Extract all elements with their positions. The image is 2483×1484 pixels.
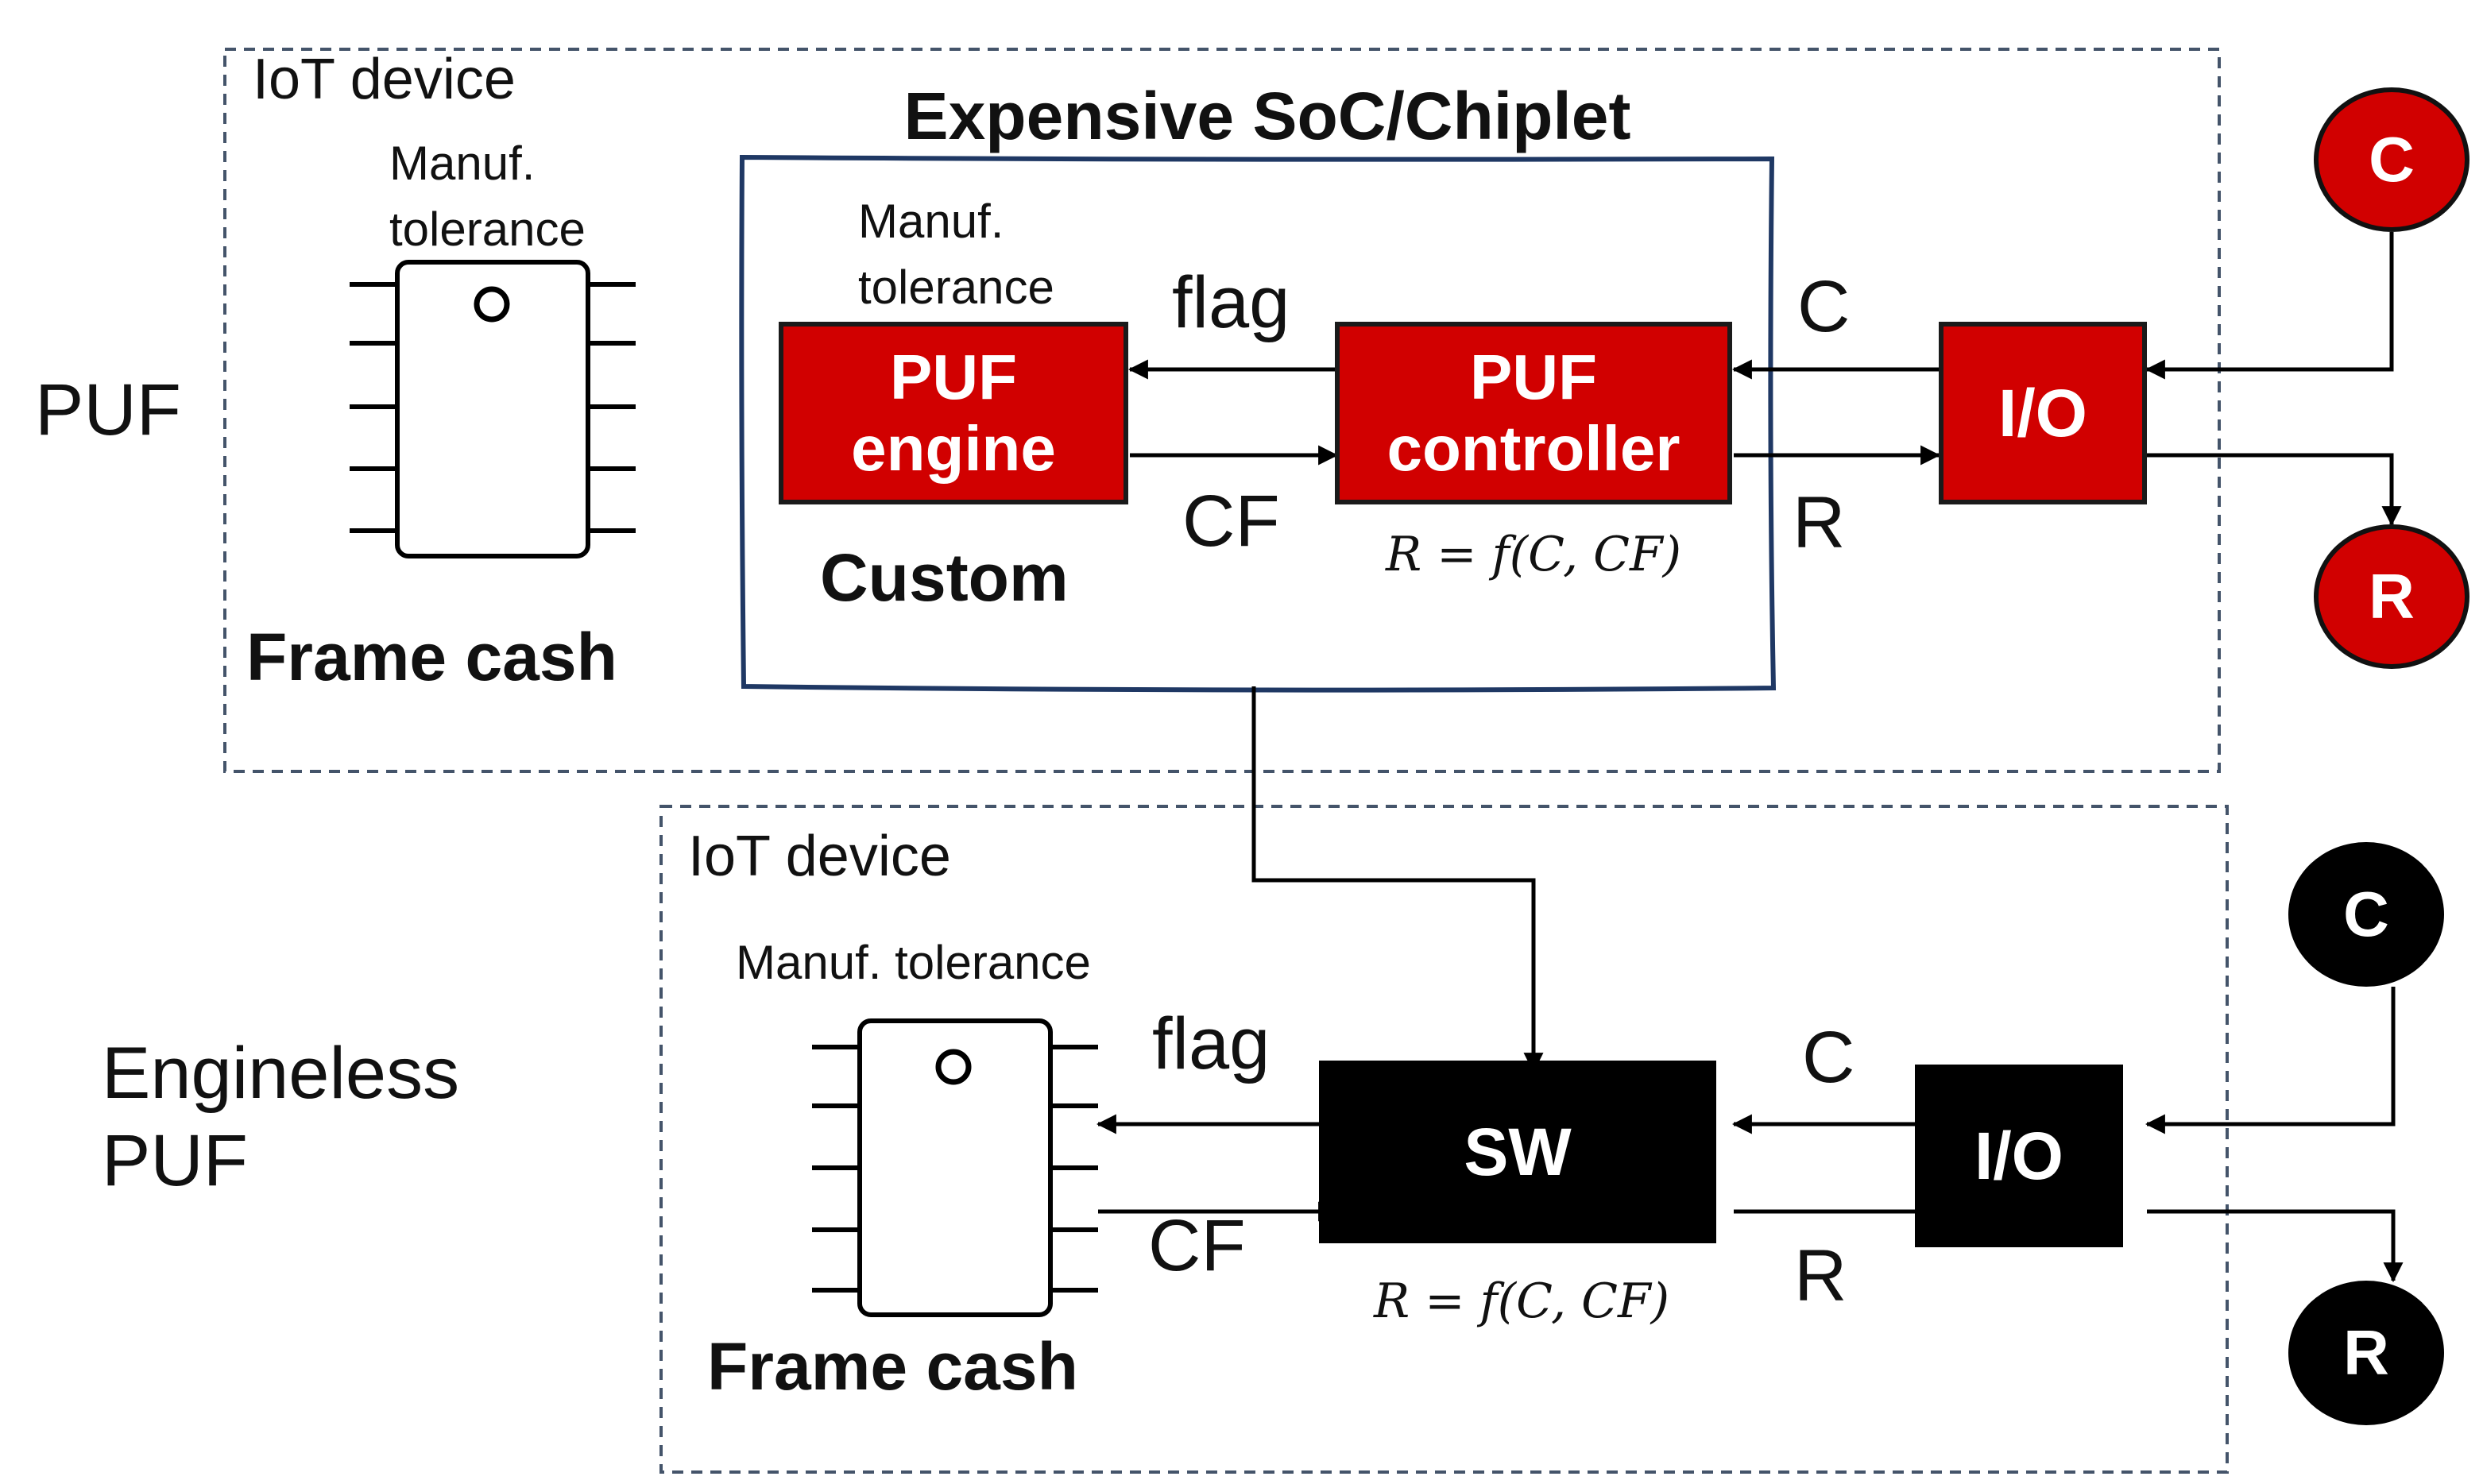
puf-io-box: I/O [1939,322,2147,504]
puf-controller-line1: PUF [1470,342,1597,413]
puf-c-node: C [2314,87,2469,232]
engineless-frame-cash-chip [812,1018,1098,1317]
engineless-iot-boundary [659,805,2229,1474]
engineless-r-output-line [2147,1209,2404,1283]
engineless-c-node: C [2288,842,2444,987]
sw-label: SW [1464,1114,1572,1189]
puf-controller-line2: controller [1387,413,1680,484]
puf-frame-cash-label: Frame cash [246,620,617,694]
engineless-frame-cash-label: Frame cash [707,1329,1078,1404]
puf-engine-line1: PUF [890,342,1017,413]
puf-cf-label: CF [1182,481,1280,562]
engineless-cf-label: CF [1148,1205,1246,1286]
soc-border [739,154,1777,693]
engineless-c-input-line [2145,987,2396,1134]
puf-chip-manuf-label: Manuf. tolerance [389,137,586,256]
puf-frame-cash-chip [350,260,636,558]
puf-controller-box: PUF controller [1335,322,1732,504]
engineless-io-box: I/O [1915,1065,2123,1247]
engineless-formula: R = f(C, CF) [1373,1273,1670,1329]
sw-box: SW [1319,1061,1716,1243]
puf-r-node: R [2314,524,2469,669]
engineless-c-node-label: C [2343,879,2389,949]
puf-r-output-line [2147,453,2402,527]
engineless-r-node: R [2288,1281,2444,1425]
engineless-c-label: C [1802,1017,1855,1098]
engineless-r-label: R [1794,1235,1847,1316]
soc-to-sw-connector [1251,686,1544,1073]
custom-label: Custom [820,540,1069,615]
puf-engine-line2: engine [851,413,1056,484]
puf-c-label: C [1797,266,1851,347]
puf-engine-box: PUF engine [779,322,1128,504]
puf-iot-label: IoT device [253,48,516,111]
engineless-manuf-label: Manuf. tolerance [736,936,1091,989]
engineless-section-label: Engineless PUF [102,1033,460,1202]
puf-flag-label: flag [1172,262,1290,343]
engineless-r-node-label: R [2343,1317,2389,1388]
puf-io-label: I/O [1998,375,2087,450]
puf-r-label: R [1793,482,1846,563]
soc-title: Expensive SoC/Chiplet [903,79,1631,153]
engineless-iot-label: IoT device [688,825,951,888]
puf-c-input-line [2145,232,2394,380]
engine-manuf-label: Manuf. tolerance [858,195,1054,314]
puf-r-node-label: R [2369,561,2415,632]
puf-formula: R = f(C, CF) [1385,527,1682,582]
engineless-io-label: I/O [1974,1118,2063,1193]
puf-c-node-label: C [2369,124,2415,195]
puf-iot-boundary [223,48,2221,773]
engineless-flag-label: flag [1152,1003,1271,1084]
puf-section-label: PUF [35,369,181,450]
